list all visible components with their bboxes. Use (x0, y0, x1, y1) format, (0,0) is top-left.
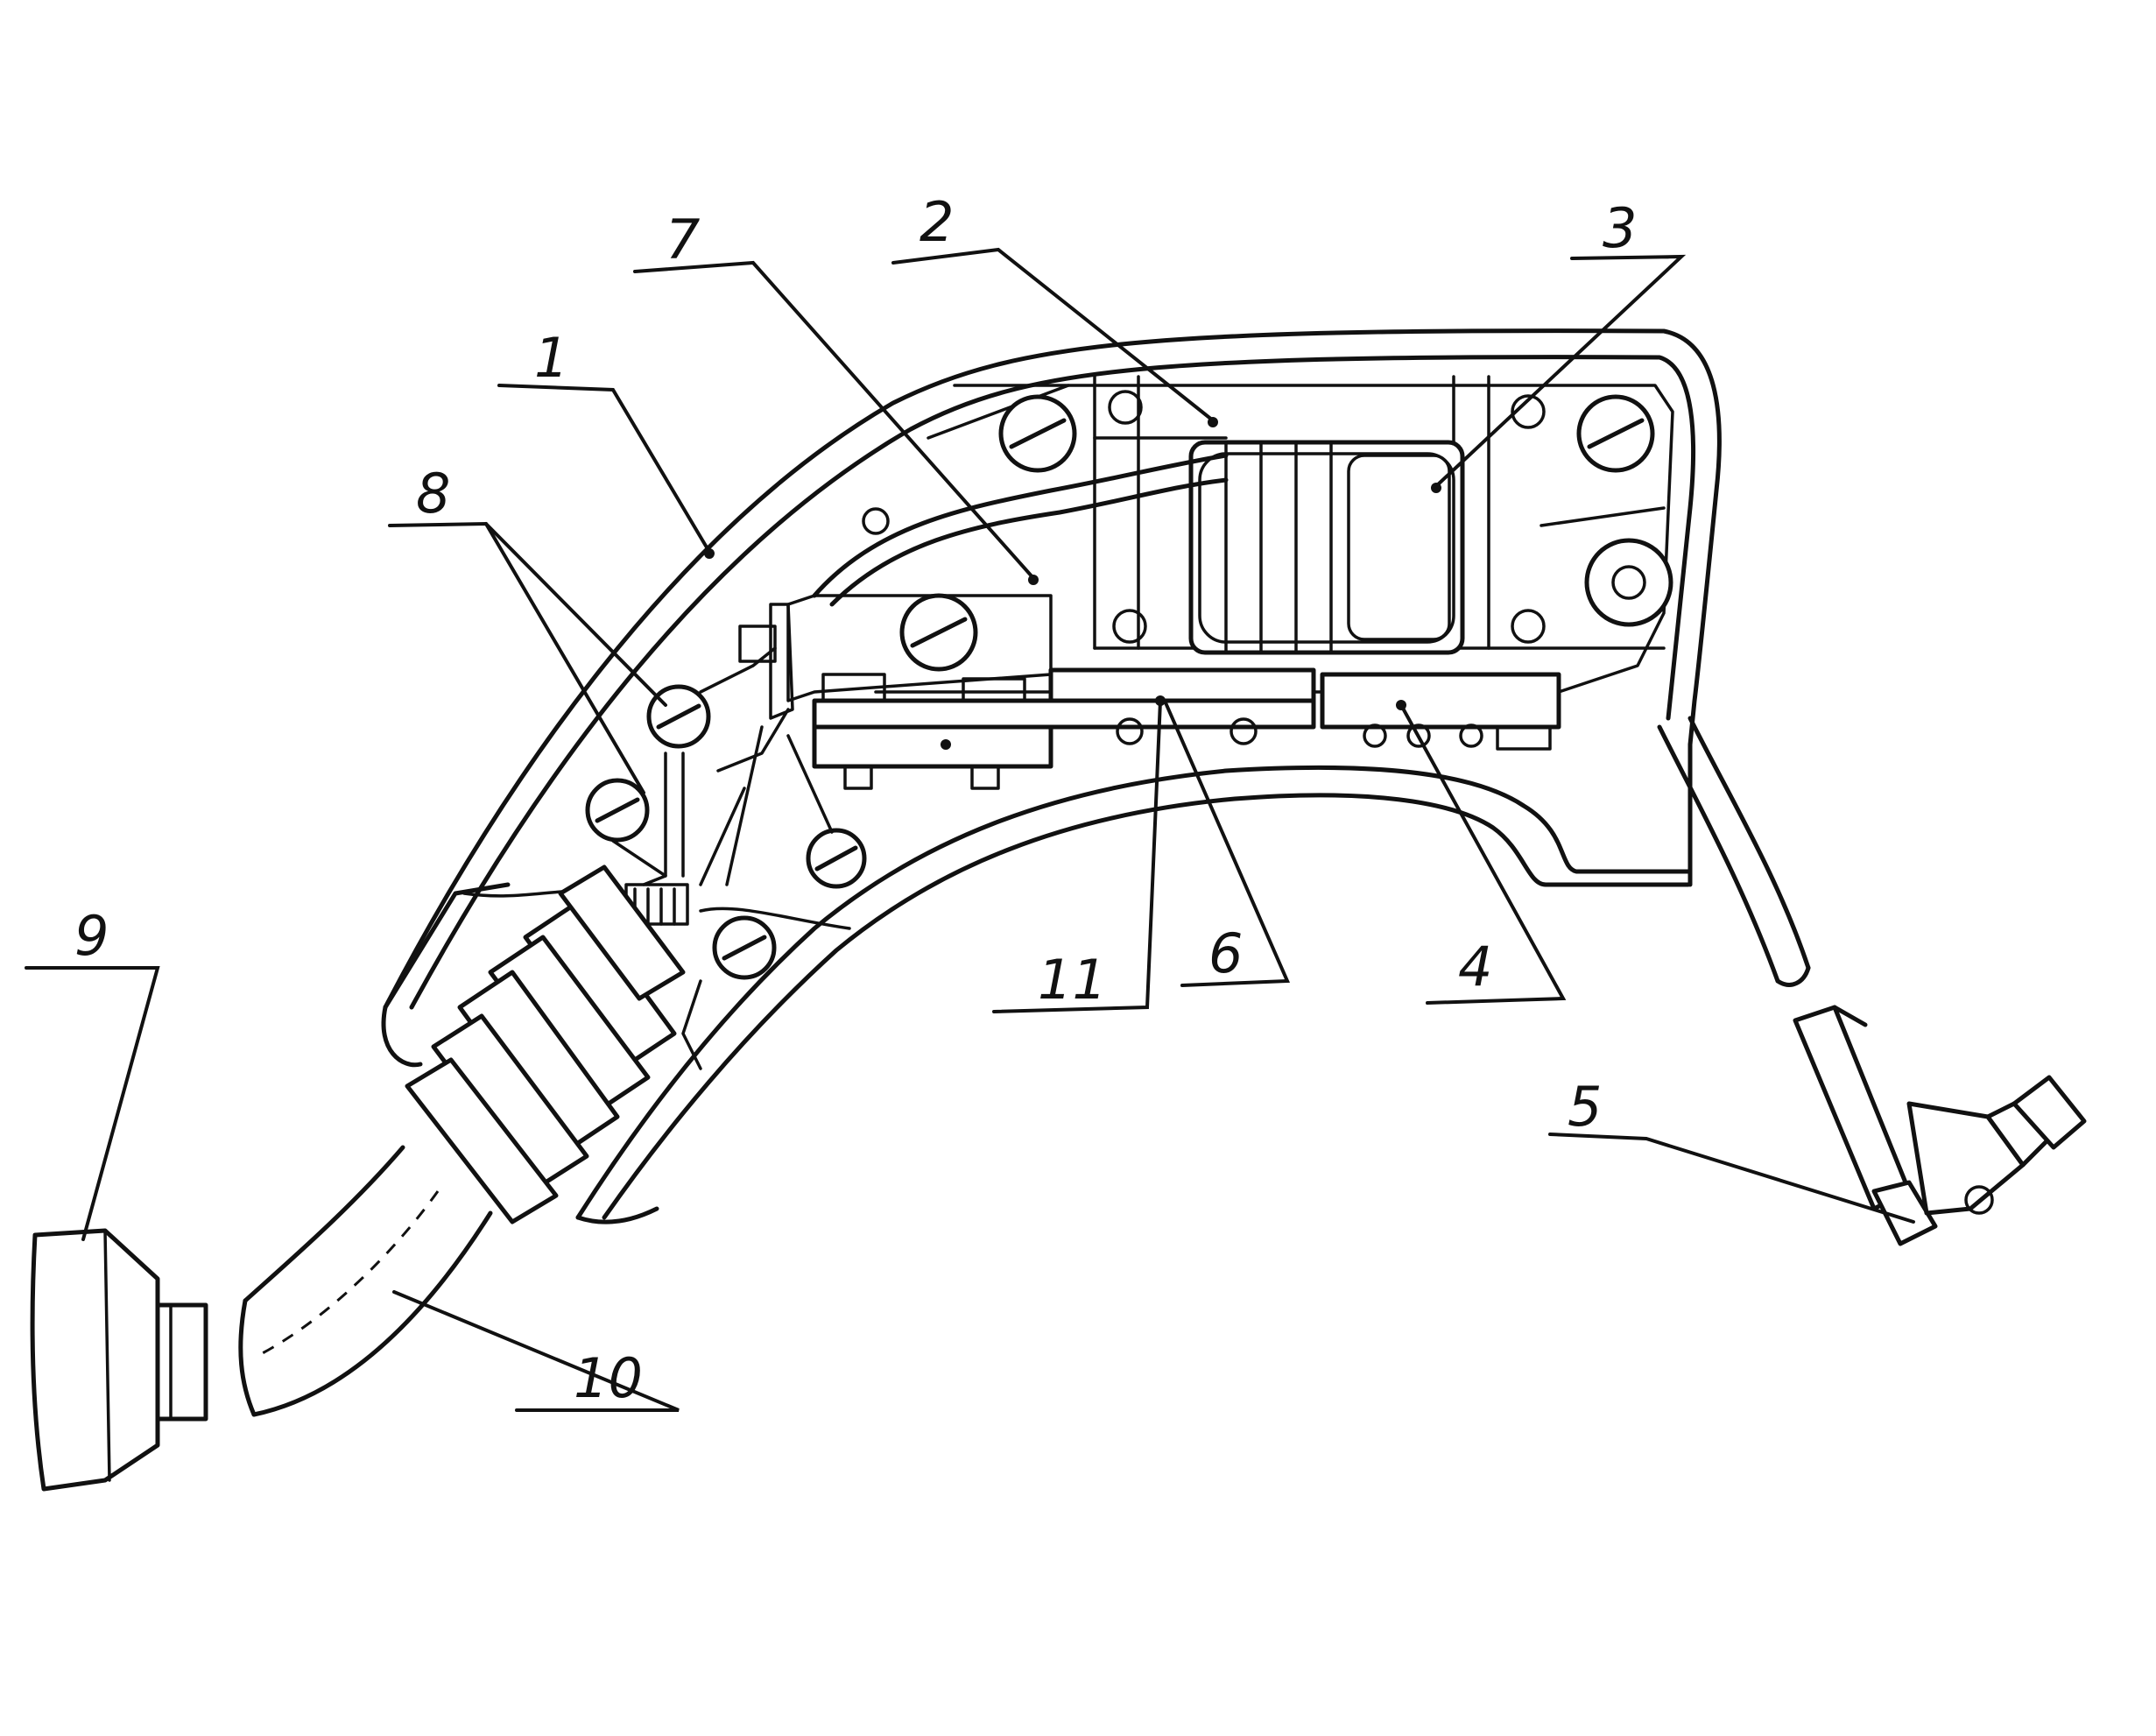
label-2: 2 (919, 190, 954, 254)
label-4: 4 (1458, 935, 1492, 999)
label-3: 3 (1603, 196, 1637, 260)
label-8: 8 (416, 462, 450, 526)
strain-relief (405, 864, 686, 1224)
connector (30, 1228, 208, 1492)
leader-lines (25, 247, 1915, 1412)
label-9: 9 (74, 904, 109, 968)
label-6: 6 (1208, 921, 1243, 985)
coil-block (1188, 440, 1465, 655)
housing (381, 328, 1722, 1224)
terminals (462, 625, 867, 1070)
plates (812, 667, 1561, 790)
contact-pin (1657, 716, 2087, 1246)
label-11: 11 (1038, 948, 1107, 1012)
screws (862, 390, 1673, 672)
label-10: 10 (574, 1346, 643, 1410)
label-1: 1 (534, 326, 568, 390)
label-5: 5 (1568, 1075, 1602, 1139)
cable (238, 1145, 493, 1417)
callout-labels: 1 2 3 4 5 6 7 8 9 10 11 (74, 190, 1637, 1410)
label-7: 7 (666, 208, 700, 272)
